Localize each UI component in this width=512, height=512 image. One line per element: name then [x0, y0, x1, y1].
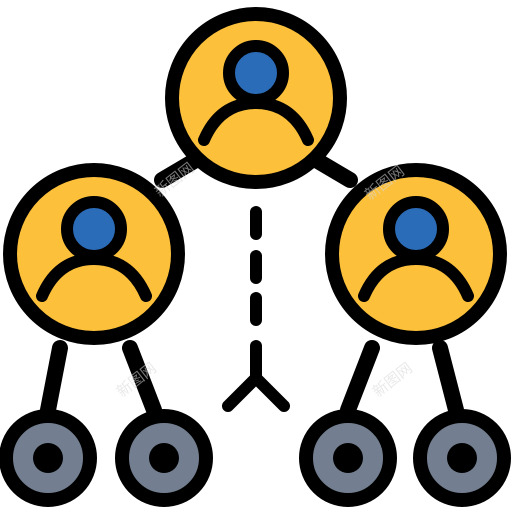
child-node-4	[413, 409, 511, 507]
left-branch-line-2	[122, 340, 162, 418]
arrow-head	[222, 369, 290, 412]
right-person-icon	[325, 163, 507, 345]
left-branch-line-1	[40, 340, 68, 418]
right-branch-line-1	[340, 340, 380, 418]
child-node-1	[0, 409, 97, 507]
center-dashed-line	[222, 206, 290, 412]
child-node-2	[115, 409, 213, 507]
right-branch-line-2	[432, 340, 464, 418]
child-node-3	[299, 409, 397, 507]
left-person-icon	[3, 163, 185, 345]
top-person-icon	[165, 7, 347, 189]
